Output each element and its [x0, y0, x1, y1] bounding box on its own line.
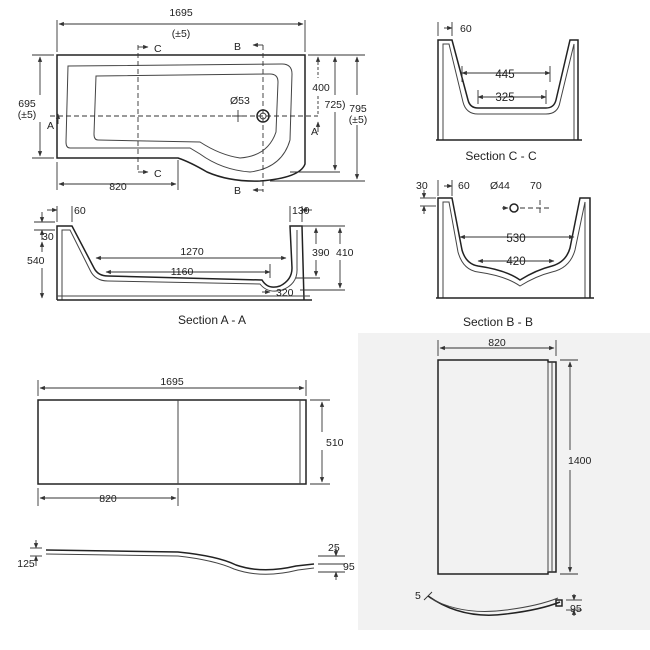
plan-floor [93, 73, 279, 159]
plan-inner-bowl [65, 63, 293, 173]
plan-section-b-bottom: B [234, 185, 241, 197]
section-aa-height: 540 [27, 255, 45, 267]
plan-straight-len-label: 820 [109, 181, 127, 193]
front-panel-profile-95: 95 [343, 561, 355, 573]
screen-width: 820 [488, 337, 506, 349]
section-aa-caption: Section A - A [178, 313, 246, 327]
front-panel-profile-125: 125 [17, 558, 35, 570]
section-cc-rim: 60 [460, 23, 472, 35]
plan-section-c-bottom: C [154, 168, 162, 180]
section-bb-rim: 60 [458, 180, 470, 192]
screen-curve-profile [427, 595, 561, 616]
section-aa-rim-left: 60 [74, 205, 86, 217]
section-cc-top-width: 445 [495, 69, 514, 81]
front-panel-profile-25: 25 [328, 542, 340, 554]
screen-panel-background [358, 333, 650, 630]
section-aa-waste-320: 320 [276, 287, 294, 299]
plan-dim-400: 400 [312, 82, 330, 94]
screen-outline [437, 359, 557, 575]
section-cc-bottom-width: 325 [495, 92, 514, 104]
screen-depth-95: 95 [570, 603, 582, 615]
screen-curve-5: 5 [415, 590, 421, 602]
section-bb-offset-70: 70 [530, 180, 542, 192]
section-bb-waste-dia: Ø44 [490, 180, 510, 192]
front-panel-profile [45, 549, 315, 571]
plan-section-a-left: A [47, 120, 54, 132]
section-bb-profile [437, 197, 591, 298]
section-c-c-view: 60 445 325 Section C - C [436, 22, 582, 163]
section-bb-top-30: 30 [416, 180, 428, 192]
plan-width-left-tol: (±5) [18, 109, 37, 121]
section-bb-top-width: 530 [506, 233, 525, 245]
plan-section-b-top: B [234, 41, 241, 53]
plan-length-tol: (±5) [172, 28, 191, 40]
plan-dim-725: 725) [324, 99, 345, 111]
bath-plan-view: 1695 (±5) 820 695 (±5) 400 725) 795 (±5)… [18, 7, 368, 197]
section-aa-depth-390: 390 [312, 247, 330, 259]
section-bb-waste-circle [509, 203, 519, 213]
section-b-b-view: 30 60 Ø44 70 530 420 Section B - B [416, 180, 594, 329]
front-panel-length: 1695 [160, 376, 184, 388]
front-panel-straight-len: 820 [99, 493, 117, 505]
plan-width-left-label: 695 [18, 98, 36, 110]
plan-section-a-right: A [311, 126, 318, 138]
section-aa-profile [56, 225, 305, 301]
section-a-a-view: 60 130 30 540 1270 1160 390 410 320 Sect… [27, 205, 354, 327]
screen-height: 1400 [568, 455, 592, 467]
section-aa-floor-upper: 1270 [180, 246, 204, 258]
section-aa-depth-410: 410 [336, 247, 354, 259]
section-aa-rim-right: 130 [292, 205, 310, 217]
section-aa-floor-lower: 1160 [171, 266, 194, 278]
front-panel-height: 510 [326, 437, 344, 449]
front-panel-view: 1695 510 820 125 25 95 [17, 376, 355, 580]
front-panel-outline [37, 399, 307, 485]
plan-section-c-top: C [154, 43, 162, 55]
section-bb-bottom-width: 420 [506, 256, 525, 268]
section-cc-caption: Section C - C [465, 149, 537, 163]
bath-screen-view: 820 1400 5 95 [415, 337, 592, 616]
plan-width-right-tol: (±5) [349, 114, 368, 126]
plan-waste-dia: Ø53 [230, 95, 250, 107]
section-cc-profile [437, 39, 579, 140]
plan-length-label: 1695 [169, 7, 193, 19]
plan-width-right-label: 795 [349, 103, 367, 115]
section-aa-top-30: 30 [42, 231, 54, 243]
section-bb-caption: Section B - B [463, 315, 533, 329]
